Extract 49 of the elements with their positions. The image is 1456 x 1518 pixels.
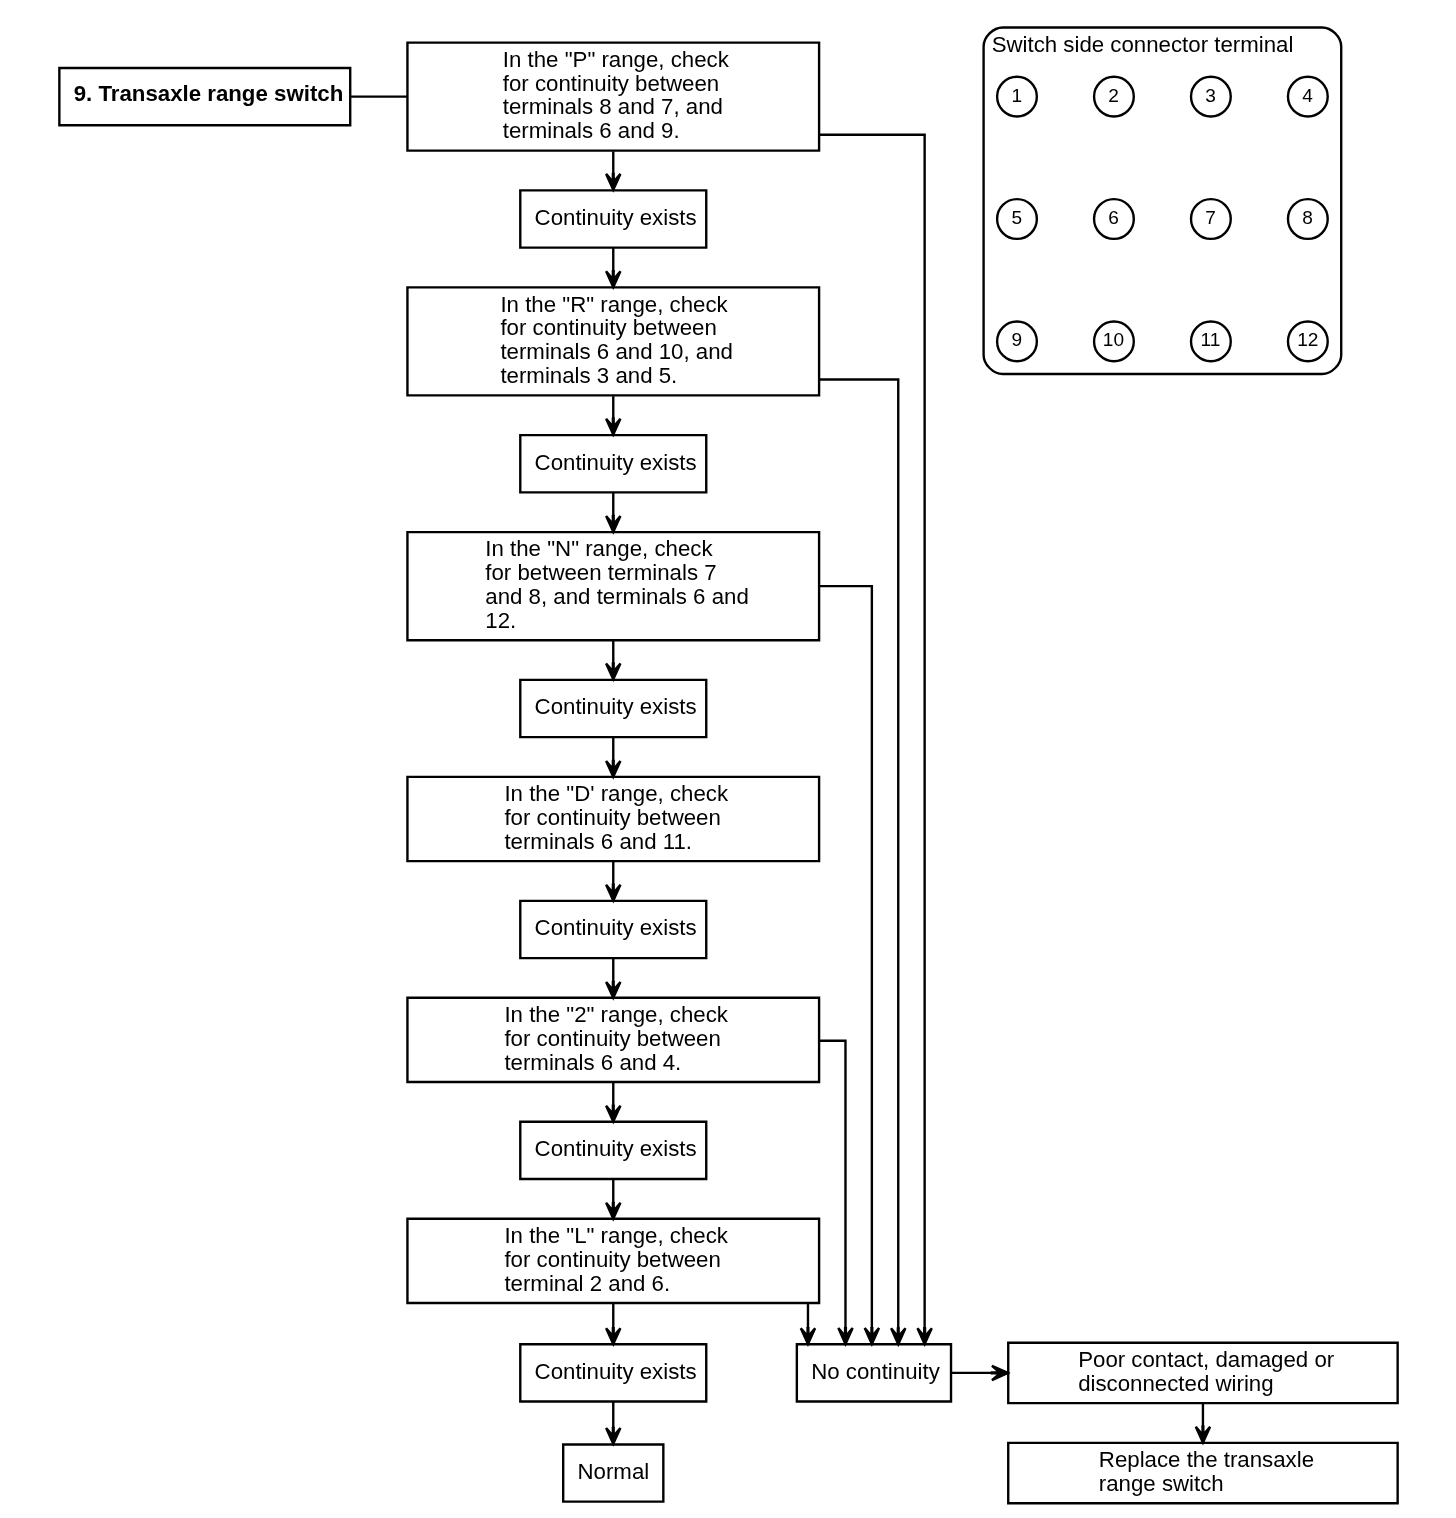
node-circle: 12 xyxy=(1286,320,1329,363)
node-circle: 8 xyxy=(1286,197,1329,241)
arrow xyxy=(604,1303,622,1346)
node-box: In the "P" range, check for continuity between terminals 8 and 7, and terminals 6 and 9. xyxy=(405,41,820,152)
node-circle: 10 xyxy=(1092,320,1135,363)
arrow xyxy=(818,1039,854,1346)
arrow xyxy=(819,584,880,1346)
arrow xyxy=(818,133,933,1346)
node-circle: 1 xyxy=(995,75,1038,118)
node-box: 9. Transaxle range switch xyxy=(57,66,351,127)
node-box: Continuity exists xyxy=(518,1343,707,1403)
node-circle: 9 xyxy=(995,320,1038,363)
node-box: Continuity exists xyxy=(518,433,707,494)
node-circle: 5 xyxy=(995,197,1038,241)
node-box: Continuity exists xyxy=(518,189,707,249)
node-box: In the "N" range, check for between terminals 7 and 8, and terminals 6 and 12. xyxy=(405,530,820,642)
node-box: Normal xyxy=(561,1443,665,1503)
arrow xyxy=(604,861,622,902)
node-circle: 6 xyxy=(1092,197,1135,241)
node-circle: 7 xyxy=(1189,197,1232,241)
arrow xyxy=(604,1401,622,1445)
node-box: Continuity exists xyxy=(518,899,707,960)
arrow xyxy=(604,1082,622,1123)
node-circle: 4 xyxy=(1286,75,1329,118)
arrow xyxy=(1194,1403,1211,1444)
arrow xyxy=(819,378,907,1346)
arrow xyxy=(604,640,622,681)
node-box: In the "L" range, check for continuity between terminal 2 and 6. xyxy=(405,1217,820,1305)
node-box: In the "2" range, check for continuity between terminals 6 and 4. xyxy=(405,996,820,1084)
arrow xyxy=(604,958,622,999)
arrow xyxy=(604,1179,622,1220)
arrow xyxy=(604,737,622,779)
arrow xyxy=(950,1364,1009,1382)
node-box: In the "D' range, check for continuity between terminals 6 and 11. xyxy=(405,775,820,863)
node-circle: 2 xyxy=(1092,75,1135,118)
arrow xyxy=(799,1303,816,1346)
node-box: Replace the transaxle range switch xyxy=(1006,1441,1399,1505)
node-box: Continuity exists xyxy=(518,678,707,739)
node-circle: 11 xyxy=(1189,320,1232,363)
arrow xyxy=(604,248,622,289)
arrow xyxy=(604,151,622,191)
node-circle: 3 xyxy=(1189,75,1232,118)
arrow xyxy=(604,396,622,436)
node-box: In the "R" range, check for continuity between terminals 6 and 10, and terminals 3 and 5. xyxy=(405,286,820,397)
node-box: Continuity exists xyxy=(518,1120,707,1181)
connector xyxy=(350,95,407,98)
node-box: Poor contact, damaged or disconnected wiring xyxy=(1006,1341,1399,1405)
node-box: No continuity xyxy=(795,1343,952,1403)
arrow xyxy=(604,492,622,534)
